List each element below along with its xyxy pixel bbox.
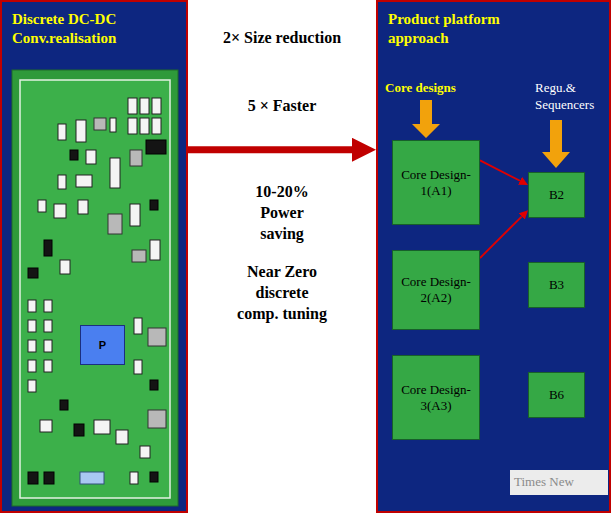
process-box: B3 — [528, 262, 585, 308]
benefit-text: 5 × Faster — [197, 96, 367, 117]
pcb-component — [28, 360, 36, 372]
pcb-component — [148, 328, 166, 346]
pcb-component — [150, 200, 158, 210]
pcb-component — [110, 158, 120, 188]
box-label: B2 — [549, 187, 564, 203]
pcb-component — [44, 320, 52, 332]
pcb-component — [70, 150, 78, 160]
pcb-component — [78, 200, 88, 214]
process-box: B6 — [528, 372, 585, 418]
box-label: Core Design-1(A1) — [397, 167, 475, 198]
process-box: Core Design-1(A1) — [392, 140, 480, 225]
link-arrow — [480, 217, 522, 258]
pcb-component — [116, 430, 128, 444]
box-label: Core Design-2(A2) — [397, 274, 475, 305]
pcb-component — [44, 240, 52, 256]
box-label: B3 — [549, 277, 564, 293]
pcb-edge — [12, 70, 178, 506]
pcb-component — [54, 204, 66, 218]
pcb-component — [60, 400, 68, 410]
pcb-component — [38, 200, 46, 212]
link-arrow — [480, 160, 520, 180]
pcb-component — [28, 320, 36, 332]
process-box: Core Design-2(A2) — [392, 250, 480, 330]
pcb-component — [28, 268, 38, 278]
pcb-component — [28, 380, 36, 392]
panel-fill — [376, 0, 611, 513]
panel-title: Product platform approach — [388, 10, 553, 48]
pcb-component — [94, 118, 106, 130]
pcb-component — [110, 118, 116, 132]
transition-arrow — [188, 146, 352, 153]
pcb-component — [130, 472, 138, 484]
pcb-component — [150, 472, 158, 482]
pcb-component — [60, 260, 70, 274]
pcb-component — [140, 118, 149, 134]
pcb-component — [146, 140, 166, 154]
column-heading: Regu.& Sequencers — [535, 80, 607, 114]
pcb-component — [128, 118, 137, 134]
pcb-component — [74, 424, 84, 436]
box-label: P — [99, 339, 106, 351]
pcb-component — [130, 204, 140, 226]
panel-box: Discrete DC-DC Conv.realisationP — [0, 0, 188, 513]
benefit-text: 2× Size reduction — [197, 28, 367, 49]
panel-title: Discrete DC-DC Conv.realisation — [12, 10, 182, 48]
pcb-component — [28, 472, 38, 484]
column-heading: Core designs — [385, 80, 485, 97]
pcb-component — [44, 300, 52, 312]
box-label: Core Design-3(A3) — [397, 382, 475, 413]
pcb-component — [44, 360, 52, 372]
pointer-arrow — [412, 100, 440, 138]
pcb-component — [40, 420, 52, 432]
pcb-component — [148, 410, 166, 428]
pcb-component — [152, 118, 161, 134]
pcb-component — [28, 340, 36, 352]
box-label: B6 — [549, 387, 564, 403]
process-box: B2 — [528, 172, 585, 218]
pcb-component — [58, 124, 66, 140]
pcb-component — [152, 98, 161, 114]
pcb-component — [44, 472, 54, 484]
pcb-component — [134, 318, 142, 334]
pcb-component — [44, 340, 52, 352]
panel-box: Product platform approachCore Design-1(A… — [376, 0, 611, 513]
pcb-surface — [20, 80, 170, 498]
pcb-component — [134, 360, 142, 374]
watermark-text: Times New — [510, 470, 608, 495]
process-box: Core Design-3(A3) — [392, 355, 480, 440]
pcb-component — [58, 175, 66, 189]
pcb-component — [140, 98, 149, 114]
pcb-component — [86, 150, 96, 164]
panel-fill — [0, 0, 188, 513]
pcb-component — [140, 446, 150, 458]
pcb-component — [130, 150, 142, 166]
pcb-component — [132, 250, 146, 262]
benefit-text: 10-20% Power saving — [238, 182, 326, 244]
pointer-arrow — [542, 120, 570, 168]
pcb-component — [128, 98, 137, 114]
pcb-component — [108, 214, 122, 234]
pcb-component — [94, 420, 110, 434]
pcb-component — [150, 380, 158, 390]
benefit-text: Near Zero discrete comp. tuning — [234, 262, 330, 324]
pcb-board — [12, 70, 178, 506]
chip-box: P — [80, 325, 125, 365]
pcb-component — [76, 175, 92, 187]
pcb-component — [150, 240, 160, 260]
pcb-component — [76, 120, 86, 142]
pcb-component — [80, 472, 104, 484]
pcb-component — [28, 300, 36, 312]
